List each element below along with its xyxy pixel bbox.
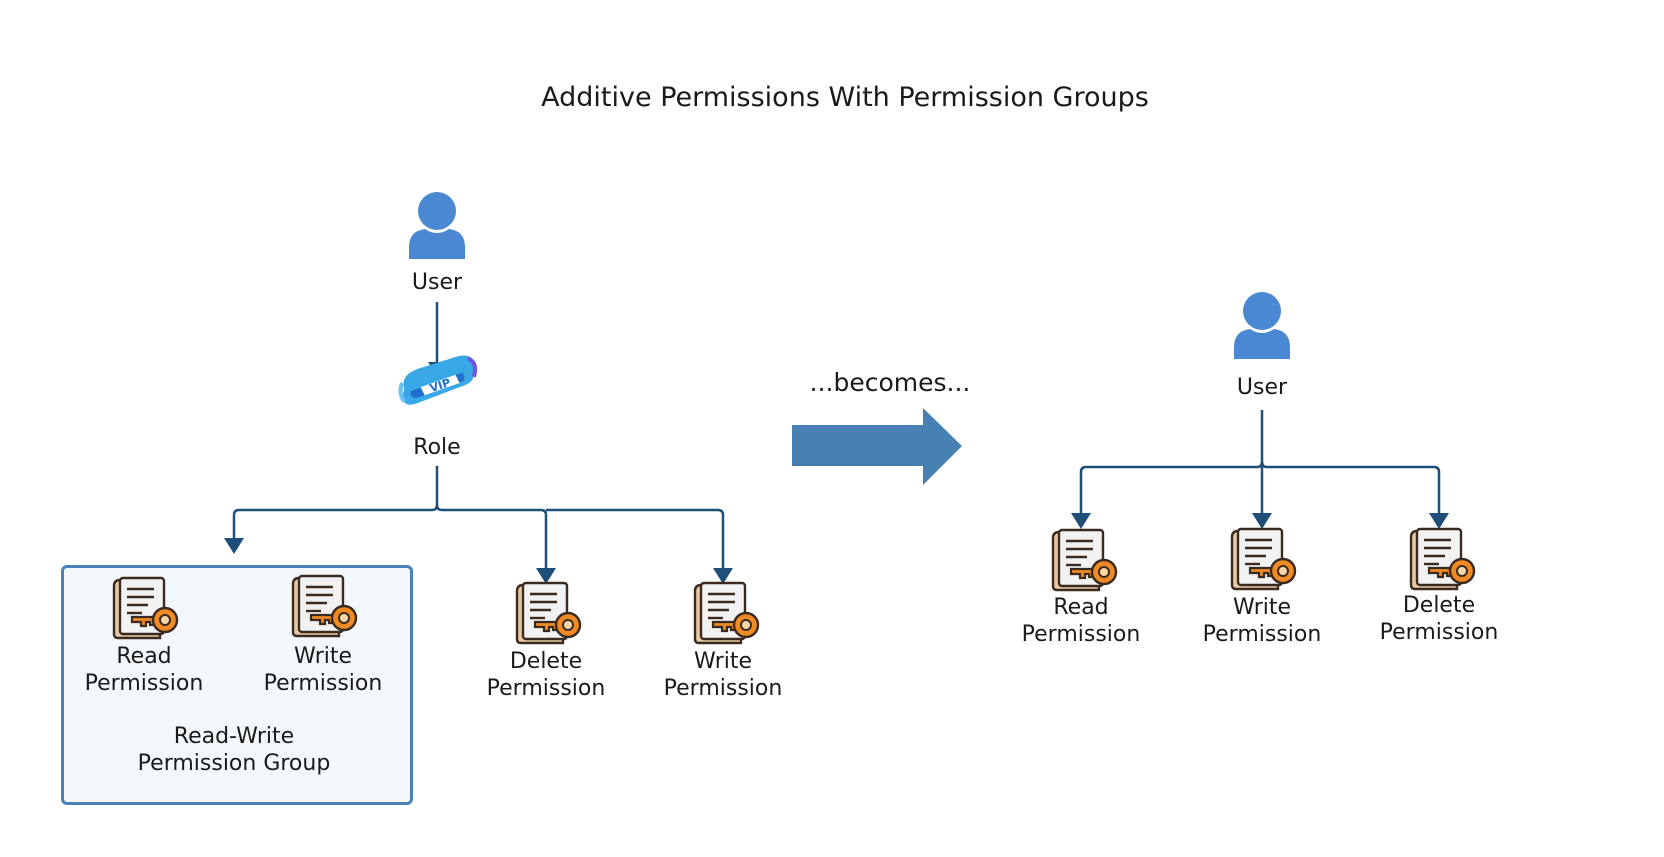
permission-document-key-icon (112, 576, 179, 640)
arrowhead-group (224, 538, 244, 554)
permission-document-key-icon (515, 581, 582, 645)
permission-document-key-icon (1230, 527, 1297, 591)
permission-document-key-icon (1409, 527, 1476, 591)
edge-to-delete (435, 504, 548, 570)
diagram-title: Additive Permissions With Permission Gro… (541, 82, 1149, 113)
arrowhead-delete (536, 568, 556, 584)
edge-user-to-delete (1260, 461, 1441, 515)
left-user-label: User (411, 270, 463, 295)
left-edges (232, 302, 725, 570)
arrowhead-delete-right (1429, 513, 1449, 529)
becomes-arrow-shape (792, 408, 962, 485)
permission-document-key-icon (693, 581, 760, 645)
right-user-label: User (1236, 375, 1288, 400)
becomes-label: ...becomes... (809, 368, 971, 397)
arrowhead-write (713, 568, 733, 584)
right-edges (1079, 410, 1441, 515)
permission-document-key-icon (1051, 528, 1118, 592)
role-label: Role (413, 435, 461, 460)
permission-document-key-icon (291, 574, 358, 638)
arrowhead-read-right (1071, 513, 1091, 529)
right-arrowheads (1071, 513, 1449, 529)
arrowhead-write-right (1252, 513, 1272, 529)
edge-to-write (546, 508, 725, 570)
